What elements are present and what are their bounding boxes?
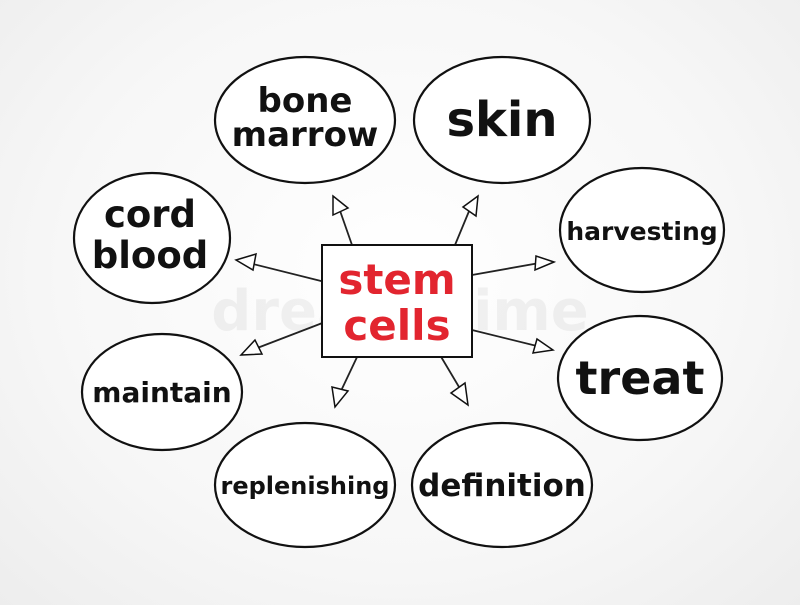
- connector-treat: [471, 329, 546, 349]
- bubble-bone-marrow: bone marrow: [213, 55, 397, 185]
- bubble-skin-outline: [412, 55, 592, 185]
- connector-definition: [439, 354, 463, 393]
- bubble-cord-blood-outline: [72, 171, 232, 305]
- bubble-bone-marrow-outline: [213, 55, 397, 185]
- bubble-harvesting-outline: [558, 166, 726, 294]
- bubble-maintain-label: maintain: [92, 376, 231, 409]
- bubble-definition-label: definition: [418, 468, 586, 504]
- bubble-definition-outline: [410, 421, 594, 549]
- bubble-replenishing-outline: [213, 421, 397, 549]
- arrow-head-harvesting: [534, 254, 557, 272]
- bubble-treat-outline: [556, 314, 724, 442]
- bubble-treat-label: treat: [576, 351, 705, 405]
- bubble-maintain: maintain: [80, 332, 244, 452]
- connector-harvesting: [471, 261, 546, 276]
- connectors: [244, 203, 546, 394]
- bubble-skin-label: skin: [446, 92, 557, 148]
- bubble-cord-blood-line2: blood: [92, 234, 209, 277]
- connector-maintain: [251, 321, 326, 351]
- bubble-maintain-outline: [80, 332, 244, 452]
- arrow-head-replenishing: [331, 385, 350, 409]
- connector-replenishing: [339, 354, 359, 394]
- arrow-head-skin: [461, 194, 479, 218]
- center-box: stem cells: [321, 244, 473, 358]
- arrow-head-definition: [449, 381, 469, 407]
- bubble-definition: definition: [410, 421, 594, 549]
- connector-cord-blood: [244, 261, 326, 283]
- bubble-harvesting-label: harvesting: [566, 217, 717, 246]
- bubble-cord-blood-line1: cord: [104, 193, 196, 236]
- bubble-replenishing-label: replenishing: [221, 472, 390, 500]
- bubble-replenishing: replenishing: [213, 421, 397, 549]
- bubble-treat: treat: [556, 314, 724, 442]
- bubble-cord-blood: cord blood: [72, 171, 232, 305]
- bubble-skin: skin: [412, 55, 592, 185]
- arrow-heads: [234, 194, 557, 409]
- arrow-head-maintain: [239, 338, 264, 356]
- center-box-frame: [321, 244, 473, 358]
- arrow-head-bone-marrow: [332, 194, 350, 217]
- arrow-head-treat: [531, 337, 555, 354]
- bubble-harvesting: harvesting: [558, 166, 726, 294]
- center-title-line1: stem: [338, 255, 455, 304]
- bubble-bone-marrow-line2: marrow: [232, 115, 379, 155]
- bubble-bone-marrow-line1: bone: [258, 81, 353, 121]
- center-title-line2: cells: [343, 301, 450, 350]
- arrow-head-cord-blood: [234, 252, 257, 272]
